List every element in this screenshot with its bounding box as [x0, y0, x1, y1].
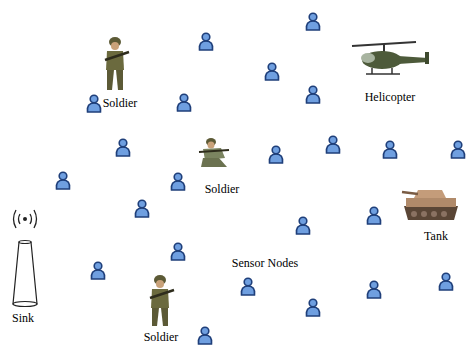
label-text: Helicopter [365, 90, 416, 104]
sensor-head [442, 273, 450, 281]
sensor-node-icon [199, 33, 212, 50]
sensor-node-icon [306, 299, 319, 316]
sensor-body [265, 71, 278, 80]
sensor-body [116, 147, 129, 156]
soldier-figure [199, 138, 229, 167]
sensor-node-icon [367, 207, 380, 224]
sensor-body [269, 154, 282, 163]
sensor-head [174, 173, 182, 181]
sink-tower [13, 210, 37, 307]
label-text: Soldier [103, 96, 138, 110]
sensor-head [201, 327, 209, 335]
sensor-body [177, 102, 190, 111]
sensor-body [135, 208, 148, 217]
sensor-body [367, 215, 380, 224]
sensor-body [91, 270, 104, 279]
sensor-body [87, 103, 100, 112]
sensor-node-icon [326, 136, 339, 153]
sensor-body [383, 149, 396, 158]
sensor-node-icon [171, 173, 184, 190]
label-text: Sensor Nodes [232, 256, 298, 270]
sensor-head [138, 200, 146, 208]
label-text: Tank [424, 229, 448, 243]
sensor-nodes [56, 13, 464, 344]
sensor-head [299, 217, 307, 225]
sensor-node-icon [56, 172, 69, 189]
sensor-head [386, 141, 394, 149]
sensor-body [199, 41, 212, 50]
soldier-figure [105, 37, 129, 90]
soldier-figure [150, 275, 174, 326]
sensor-node-icon [451, 141, 464, 158]
sensor-node-icon [296, 217, 309, 234]
sensor-head [202, 33, 210, 41]
sensor-body [326, 144, 339, 153]
sensor-body [241, 286, 254, 295]
label-text: Sink [12, 311, 34, 325]
sensor-body [198, 335, 211, 344]
sensor-head [174, 243, 182, 251]
sensor-body [306, 21, 319, 30]
sensor-body [306, 94, 319, 103]
sensor-node-icon [269, 146, 282, 163]
sensor-body [171, 251, 184, 260]
sensor-head [94, 262, 102, 270]
sensor-body [367, 289, 380, 298]
sensor-head [90, 95, 98, 103]
sensor-node-icon [198, 327, 211, 344]
sensor-head [180, 94, 188, 102]
sensor-node-icon [171, 243, 184, 260]
sensor-head [370, 207, 378, 215]
label-text: Soldier [205, 182, 240, 196]
sensor-node-icon [306, 13, 319, 30]
sensor-head [309, 86, 317, 94]
sensor-head [119, 139, 127, 147]
sensor-body [171, 181, 184, 190]
sensor-node-icon [87, 95, 100, 112]
sensor-node-icon [116, 139, 129, 156]
sensor-head [309, 13, 317, 21]
sensor-head [329, 136, 337, 144]
sensor-head [272, 146, 280, 154]
sensor-body [56, 180, 69, 189]
sensor-node-icon [177, 94, 190, 111]
helicopter [352, 42, 429, 74]
sensor-node-icon [383, 141, 396, 158]
sensor-head [370, 281, 378, 289]
sensor-body [306, 307, 319, 316]
label-text: Soldier [144, 330, 179, 344]
tank [402, 190, 458, 220]
sensor-body [451, 149, 464, 158]
sensor-head [454, 141, 462, 149]
sensor-node-icon [439, 273, 452, 290]
sensor-node-icon [306, 86, 319, 103]
sensor-body [439, 281, 452, 290]
sensor-head [244, 278, 252, 286]
sensor-head [309, 299, 317, 307]
sensor-node-icon [241, 278, 254, 295]
sensor-node-icon [367, 281, 380, 298]
sensor-node-icon [135, 200, 148, 217]
sensor-head [268, 63, 276, 71]
sensor-node-icon [91, 262, 104, 279]
sensor-head [59, 172, 67, 180]
sensor-node-icon [265, 63, 278, 80]
sensor-body [296, 225, 309, 234]
